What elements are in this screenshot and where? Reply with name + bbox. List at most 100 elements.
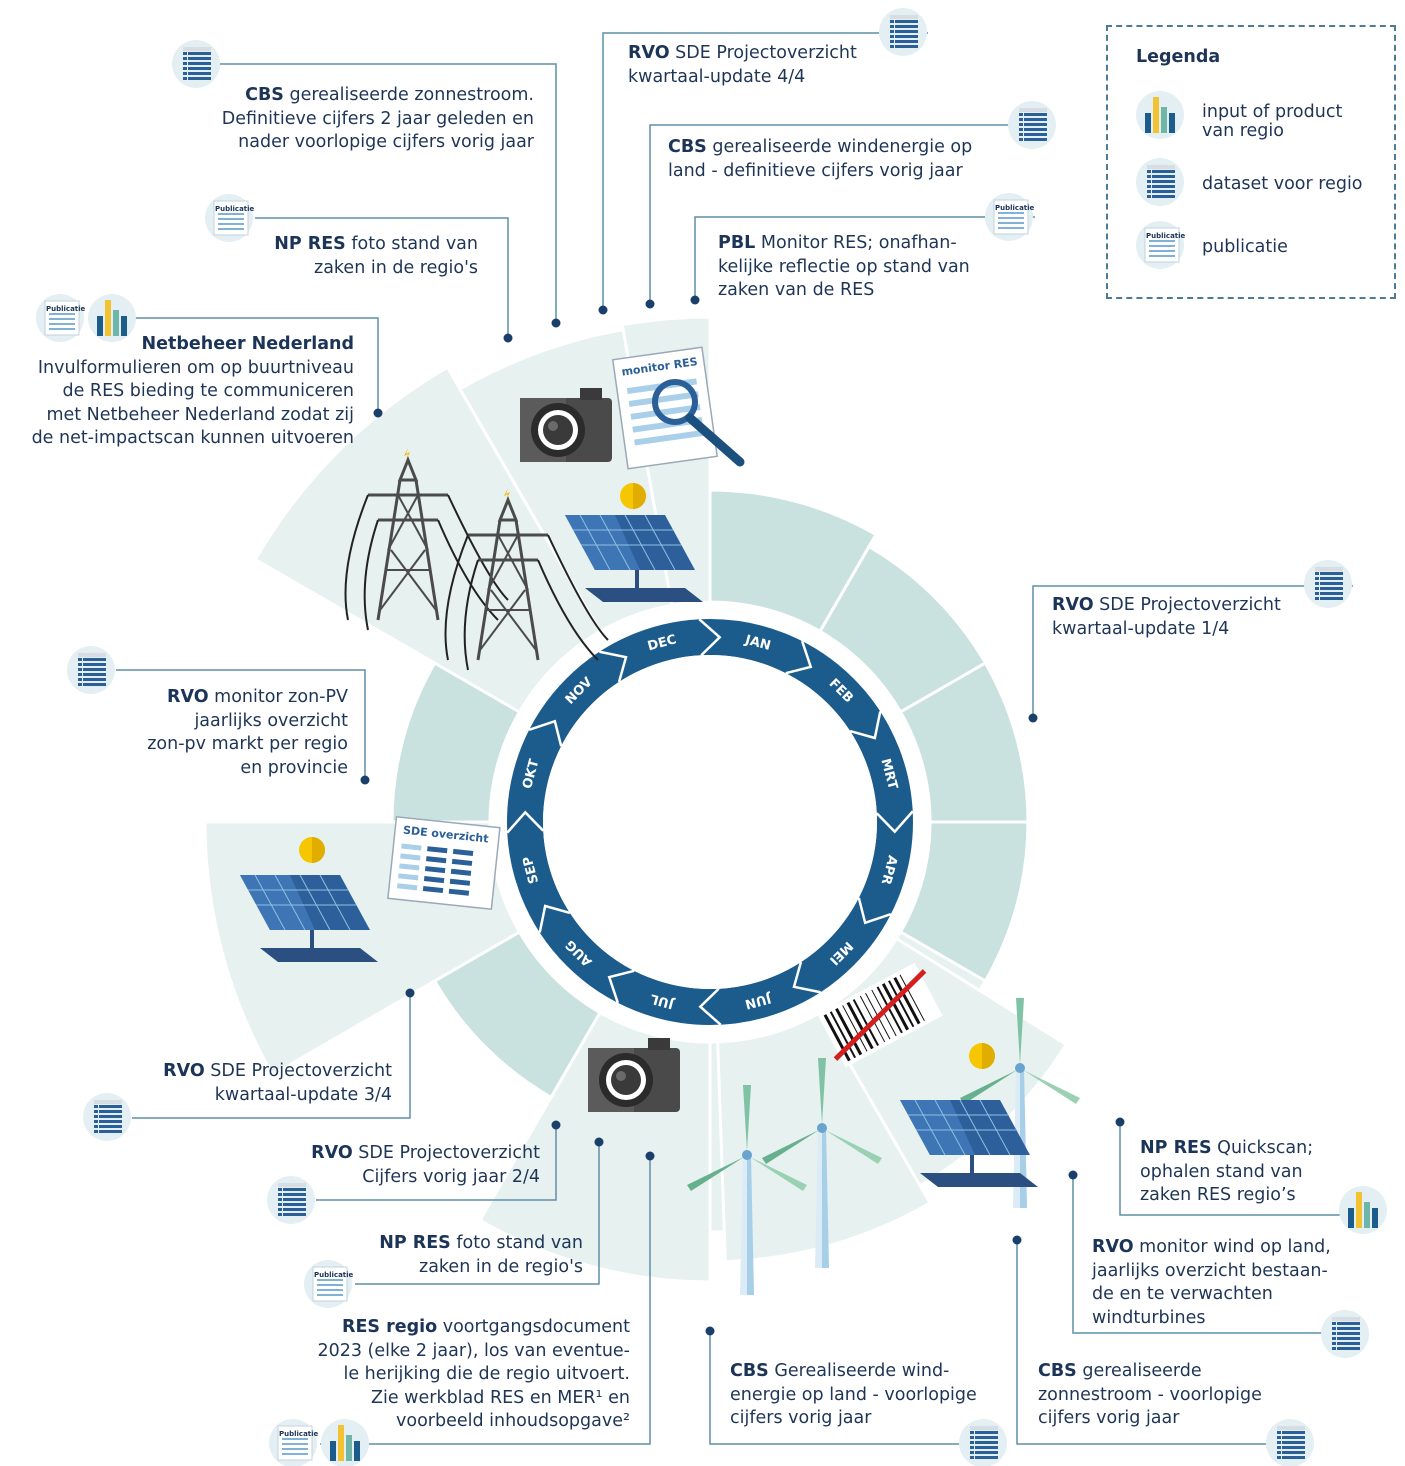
callout-title: monitor wind op land, [1133,1237,1331,1257]
dataset-icon [172,40,220,88]
month-separator [792,961,821,994]
callout-line: kwartaal-update 1/4 [1052,618,1230,639]
callout-line: en provincie [240,757,348,778]
callout-line: windturbines [1092,1307,1206,1328]
camera-icon [520,388,612,462]
month-separator [857,897,892,925]
illustrations: monitor RES SDE overzicht [239,346,1080,1295]
callout-first-line: PBL Monitor RES; onafhan- [718,232,1008,256]
callout-source: PBL [718,233,756,253]
callout-title: SDE Projectoverzicht [1093,595,1281,615]
publication-icon: Publicatie [204,193,255,243]
callout-source: Netbeheer Nederland [141,334,354,354]
month-label-jan: JAN [743,632,773,653]
callout-line: kwartaal-update 3/4 [214,1084,392,1105]
month-separator [607,969,635,1004]
callout-first-line: CBS gerealiseerde [1038,1360,1328,1384]
camera-icon [588,1038,680,1112]
callout-source: RVO [166,687,209,707]
callout-line: de RES bieding te communiceren [62,381,354,401]
callout-first-line: Netbeheer Nederland [0,333,354,357]
callout-title: SDE Projectoverzicht [204,1061,392,1081]
leader-lines [100,32,1353,1445]
month-separator [849,711,882,740]
callout-title: gerealiseerde windenergie op [706,137,973,157]
publication-icon: Publicatie [268,1418,319,1466]
month-label-dec: DEC [646,632,678,654]
month-separator [698,618,722,657]
month-separator [528,719,563,747]
callout-line: ophalen stand van [1140,1161,1303,1182]
callout-line: 2023 (elke 2 jaar), los van eventue- [317,1340,630,1361]
sde-overview-document-icon: SDE overzicht [387,815,501,911]
svg-text:Publicatie: Publicatie [1146,232,1186,240]
callout-line: energie op land - voorlopige [730,1384,977,1405]
callout-title: SDE Projectoverzicht [352,1143,540,1163]
callout-line: jaarlijks overzicht bestaan- [1092,1260,1328,1281]
callout-source: NP RES [274,234,346,254]
callout-title: Gerealiseerde wind- [768,1361,950,1381]
callout-first-line: RVO SDE Projectoverzicht [628,42,928,66]
callout-source: NP RES [379,1233,451,1253]
callout-title: Quickscan; [1211,1138,1314,1158]
sun-icon [620,483,646,509]
callout-source: CBS [668,137,707,157]
callout-line: Definitieve cijfers 2 jaar geleden en [221,108,534,129]
callout-title: foto stand van [450,1233,583,1253]
callout-line: zon-pv markt per regio [147,734,348,754]
month-label-apr: APR [878,854,900,886]
callout-line: cijfers vorig jaar [1038,1408,1180,1428]
callout-line: zaken RES regio’s [1140,1185,1296,1205]
svg-text:Publicatie: Publicatie [215,205,255,213]
callout-cbs-wind-vl: CBS Gerealiseerde wind-energie op land -… [730,1360,1020,1431]
ring-sector [253,365,603,715]
legend-publication-icon: Publicatie [1135,220,1186,270]
callout-line: zonnestroom - voorlopige [1038,1384,1262,1405]
callout-line: jaarlijks overzicht [194,710,348,731]
callout-title: Monitor RES; onafhan- [755,233,957,253]
callout-title: gerealiseerde [1076,1361,1202,1381]
month-separator [599,650,628,683]
svg-text:Publicatie: Publicatie [314,1271,354,1279]
callout-first-line: RVO SDE Projectoverzicht [1052,594,1332,618]
callout-line: le herijking die de regio uitvoert. [343,1364,630,1384]
callout-rvo-wind: RVO monitor wind op land,jaarlijks overz… [1092,1236,1372,1330]
callout-first-line: CBS gerealiseerde zonnestroom. [170,84,534,108]
callout-line: Invulformulieren om op buurtniveau [37,357,354,378]
callout-line: Cijfers vorig jaar 2/4 [362,1166,540,1187]
callout-first-line: RVO monitor wind op land, [1092,1236,1372,1260]
callout-cbs-zon-def: CBS gerealiseerde zonnestroom.Definitiev… [170,84,534,155]
callout-source: RVO [163,1061,205,1081]
legend-item-publication: publicatie [1202,238,1288,257]
leader-dots [360,295,1125,1336]
monitor-res-document-icon: monitor RES [611,346,745,470]
callout-line: land - definitieve cijfers vorig jaar [668,160,963,181]
barcode-icon [817,962,943,1068]
month-separator [875,810,914,834]
legend-item-chart: input of product van regio [1202,103,1342,141]
callout-line: cijfers vorig jaar [730,1408,872,1428]
sun-icon [969,1043,995,1069]
callout-title: voortgangsdocument [437,1317,630,1337]
callout-first-line: CBS gerealiseerde windenergie op [668,136,1008,160]
callout-title: gerealiseerde zonnestroom. [283,85,534,105]
callout-line: zaken in de regio's [419,1256,583,1277]
month-label-sep: SEP [520,855,542,886]
month-band [507,619,913,1025]
callout-source: RVO [1052,595,1094,615]
legend-item-dataset: dataset voor regio [1202,175,1363,194]
publication-icon: Publicatie [303,1259,354,1309]
callout-first-line: RES regio voortgangsdocument [260,1316,630,1340]
callout-first-line: RVO SDE Projectoverzicht [120,1060,392,1084]
month-label-jun: JUN [743,990,773,1012]
legend-title: Legenda [1136,47,1221,67]
